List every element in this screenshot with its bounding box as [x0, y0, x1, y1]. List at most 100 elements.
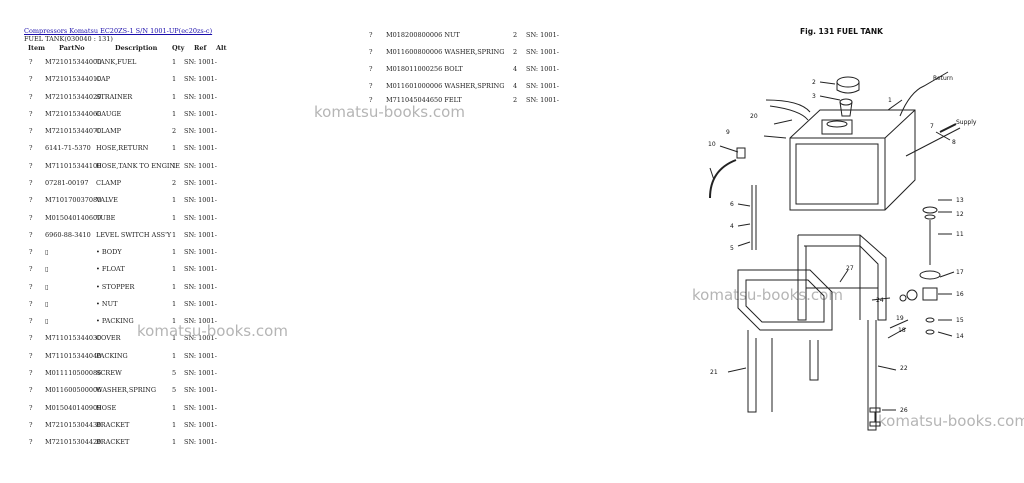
- hose-to-engine: [899, 71, 949, 117]
- part-description-cell: M011600800006 WASHER,SPRING: [386, 48, 505, 56]
- sn-cell: SN: 1001-: [184, 334, 217, 343]
- partno-cell: M721015344010: [45, 75, 102, 84]
- partno-cell: ▯: [45, 317, 49, 326]
- breadcrumb-link[interactable]: Compressors Komatsu EC20ZS-1 S/N 1001-UP…: [24, 27, 213, 35]
- sn-cell: SN: 1001-: [184, 92, 217, 101]
- sn-cell: SN: 1001-: [184, 213, 217, 222]
- sn-cell: SN: 1001-: [526, 65, 559, 73]
- watermark: komatsu-books.com: [137, 322, 288, 340]
- column-header-item: Item: [28, 44, 46, 52]
- qty-cell: 4: [513, 82, 518, 90]
- qty-cell: 1: [172, 75, 177, 84]
- label-return: Return: [933, 75, 953, 82]
- description-cell: CAP: [96, 75, 111, 84]
- label-supply: Supply: [956, 119, 977, 126]
- partno-cell: M721015344070: [45, 127, 102, 136]
- partno-cell: M710170037080: [45, 196, 102, 205]
- qty-cell: 1: [172, 92, 177, 101]
- callout-19: 19: [896, 315, 904, 322]
- column-header-description: Description: [115, 44, 158, 52]
- sn-cell: SN: 1001-: [184, 351, 217, 360]
- sn-cell: SN: 1001-: [184, 386, 217, 395]
- description-cell: • PACKING: [96, 317, 134, 326]
- clamp-icon: [736, 147, 746, 159]
- qty-cell: 1: [172, 420, 177, 429]
- qty-cell: 2: [172, 127, 177, 136]
- qty-cell: 2: [513, 96, 518, 104]
- item-cell: ?: [29, 248, 33, 257]
- sn-cell: SN: 1001-: [184, 109, 217, 118]
- item-cell: ?: [29, 420, 33, 429]
- item-cell: ?: [29, 386, 33, 395]
- qty-cell: 5: [172, 369, 177, 378]
- qty-cell: 1: [172, 403, 177, 412]
- sn-cell: SN: 1001-: [184, 403, 217, 412]
- part-description-cell: M011601000006 WASHER,SPRING: [386, 82, 505, 90]
- column-header-partno: PartNo: [59, 44, 85, 52]
- item-cell: ?: [29, 213, 33, 222]
- callout-18: 18: [898, 327, 906, 334]
- level-switch-icon: [919, 206, 941, 335]
- qty-cell: 1: [172, 196, 177, 205]
- description-cell: TUBE: [96, 213, 116, 222]
- item-cell: ?: [29, 58, 33, 66]
- watermark: komatsu-books.com: [692, 286, 843, 304]
- return-hose-2: [769, 105, 809, 121]
- item-cell: ?: [29, 299, 33, 308]
- bolt-icon: [869, 407, 881, 427]
- sn-cell: SN: 1001-: [184, 369, 217, 378]
- item-cell: ?: [29, 317, 33, 326]
- sn-cell: SN: 1001-: [184, 161, 217, 170]
- qty-cell: 1: [172, 213, 177, 222]
- description-cell: CLAMP: [96, 178, 122, 187]
- callout-22: 22: [900, 365, 908, 372]
- callout-8: 8: [952, 139, 956, 146]
- qty-cell: 1: [172, 109, 177, 118]
- callout-7: 7: [930, 123, 934, 130]
- callout-11: 11: [956, 231, 964, 238]
- item-cell: ?: [29, 75, 33, 84]
- callout-5: 5: [730, 245, 734, 252]
- part-description-cell: M018200800006 NUT: [386, 31, 460, 39]
- sn-cell: SN: 1001-: [184, 420, 217, 429]
- valve-icon: [939, 123, 957, 133]
- qty-cell: 1: [172, 230, 177, 239]
- partno-cell: ▯: [45, 265, 49, 274]
- callout-20: 20: [750, 113, 758, 120]
- item-cell: ?: [29, 196, 33, 205]
- item-cell: ?: [29, 230, 33, 239]
- description-cell: PACKING: [96, 351, 128, 360]
- part-description-cell: M711045044650 FELT: [386, 96, 462, 104]
- qty-cell: 1: [172, 248, 177, 257]
- sn-cell: SN: 1001-: [184, 58, 217, 66]
- item-cell: ?: [369, 96, 373, 104]
- item-cell: ?: [29, 369, 33, 378]
- partno-cell: 6960-88-3410: [45, 230, 91, 239]
- description-cell: HOSE: [96, 403, 117, 412]
- partno-cell: M721015344020: [45, 92, 102, 101]
- sn-cell: SN: 1001-: [526, 82, 559, 90]
- sn-cell: SN: 1001-: [184, 178, 217, 187]
- item-cell: ?: [369, 48, 373, 56]
- item-cell: ?: [369, 31, 373, 39]
- partno-cell: M011110500086: [45, 369, 102, 378]
- callout-24: 24: [876, 297, 884, 304]
- description-cell: STRAINER: [96, 92, 133, 101]
- column-header-alt: Alt: [216, 44, 227, 52]
- qty-cell: 4: [513, 65, 518, 73]
- fuel-tank-diagram: Fig. 131 FUEL TANK: [708, 27, 977, 431]
- figure-title: Fig. 131 FUEL TANK: [800, 27, 884, 36]
- description-cell: • FLOAT: [96, 265, 125, 274]
- partno-cell: M711015344040: [45, 351, 102, 360]
- partno-cell: ▯: [45, 299, 49, 308]
- partno-cell: M015040140609: [45, 213, 102, 222]
- description-cell: HOSE,RETURN: [96, 144, 149, 153]
- qty-cell: 5: [172, 386, 177, 395]
- item-cell: ?: [29, 161, 33, 170]
- sn-cell: SN: 1001-: [184, 282, 217, 291]
- fuel-cap-icon: [836, 76, 860, 94]
- qty-cell: 1: [172, 438, 177, 447]
- sn-cell: SN: 1001-: [184, 317, 217, 326]
- column-header-ref: Ref: [194, 44, 207, 52]
- breadcrumb: Compressors Komatsu EC20ZS-1 S/N 1001-UP…: [24, 27, 212, 35]
